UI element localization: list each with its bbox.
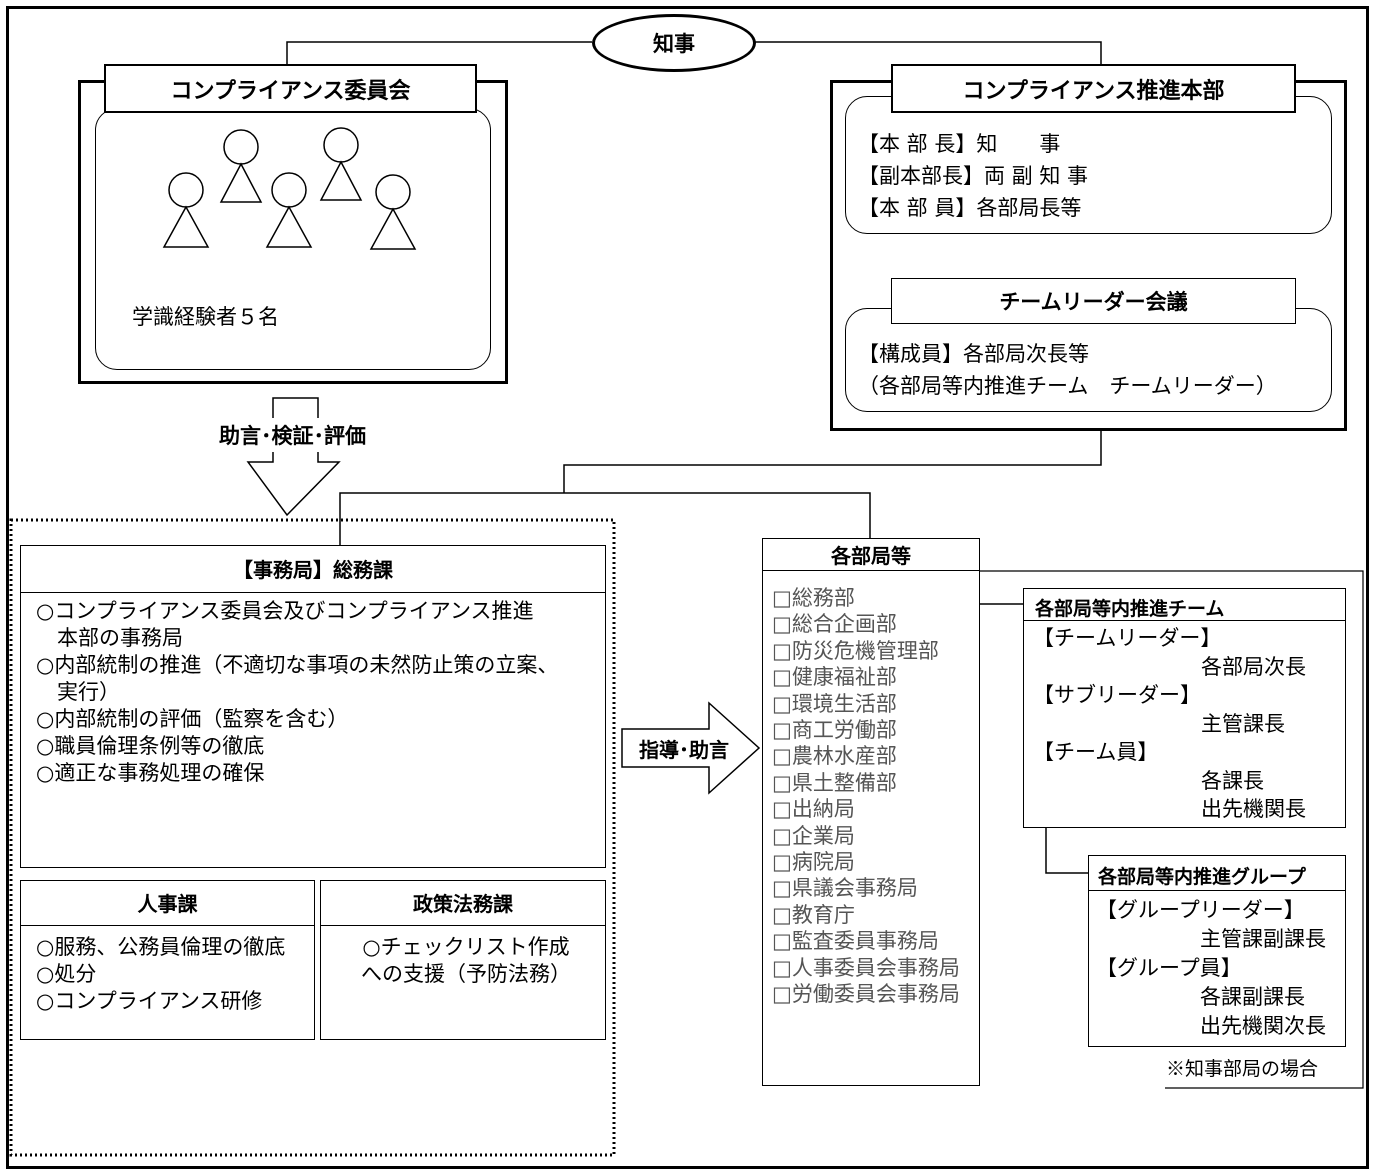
governor-oval: 知事 [592,14,756,72]
team-line: 【チームリーダー】 [1033,626,1222,650]
team-line: 【チーム員】 [1033,740,1159,764]
policy-item: への支援（予防法務） [361,962,571,986]
secretariat-box [20,545,606,868]
department-item: □健康福祉部 [772,665,897,690]
policy-title: 政策法務課 [320,880,606,926]
department-item: □企業局 [772,823,855,848]
personnel-items: ○服務、公務員倫理の徹底 ○処分 ○コンプライアンス研修 [36,934,285,1015]
group-line: 各課副課長 [1200,985,1305,1009]
policy-items: ○チェックリスト作成 への支援（予防法務） [338,934,594,988]
group-title: 各部局等内推進グループ [1088,855,1346,891]
outer-frame [6,6,1369,1169]
leader-meeting-title: チームリーダー会議 [891,278,1296,324]
group-line: 主管課副課長 [1200,927,1326,951]
secretariat-item: ○内部統制の評価（監察を含む） [36,707,349,731]
secretariat-item: ○職員倫理条例等の徹底 [36,734,265,758]
team-title: 各部局等内推進チーム [1023,588,1346,621]
departments-title: 各部局等 [762,538,980,571]
department-item: □環境生活部 [772,691,897,716]
hq-line: 【副本部長】両 副 知 事 [858,164,1089,188]
team-line: 各部局次長 [1201,654,1306,679]
personnel-box [20,880,315,1040]
hq-member-list: 【本 部 長】知 事 【副本部長】両 副 知 事 【本 部 員】各部局長等 [858,128,1088,224]
governor-label: 知事 [653,32,695,56]
leader-meeting-line: （各部局等内推進チーム チームリーダー） [858,374,1277,398]
department-item: □総務部 [772,586,855,610]
note-text: ※知事部局の場合 [1166,1058,1319,1080]
policy-box [320,880,606,1040]
department-item: □人事委員会事務局 [772,955,960,980]
team-line: 主管課長 [1201,711,1285,736]
group-line: 【グループリーダー】 [1096,898,1305,922]
department-item: □農林水産部 [772,744,897,769]
department-item: □監査委員事務局 [772,929,939,954]
leader-meeting-line: 【構成員】各部局次長等 [858,342,1089,366]
hq-title: コンプライアンス推進本部 [891,64,1296,113]
leader-meeting-members: 【構成員】各部局次長等 （各部局等内推進チーム チームリーダー） [858,338,1277,402]
department-item: □病院局 [772,850,855,875]
team-members: 【チームリーダー】 各部局次長 【サブリーダー】 主管課長 【チーム員】 各課長… [1033,624,1333,824]
hq-line: 【本 部 長】知 事 [858,132,1061,156]
department-item: □県議会事務局 [772,876,918,901]
guidance-label: 指導･助言 [639,737,729,762]
group-members: 【グループリーダー】 主管課副課長 【グループ員】 各課副課長 出先機関次長 [1096,896,1341,1041]
secretariat-title: 【事務局】総務課 [20,545,606,593]
committee-members-text: 学識経験者５名 [132,305,279,329]
committee-member-icons [162,127,417,250]
team-box [1023,588,1346,828]
hq-line: 【本 部 員】各部局長等 [858,196,1082,220]
team-line: 出先機関長 [1201,797,1306,821]
team-line: 各課長 [1201,768,1264,793]
group-box [1088,855,1346,1047]
department-item: □県土整備部 [772,770,897,795]
departments-box [762,538,980,1086]
advice-label: 助言･検証･評価 [195,418,390,452]
department-item: □商工労働部 [772,718,897,743]
leader-meeting-inner [845,308,1332,412]
secretariat-item: ○適正な事務処理の確保 [36,761,265,785]
department-item: □防災危機管理部 [772,638,939,663]
team-line: 【サブリーダー】 [1033,683,1201,707]
secretariat-item: 本部の事務局 [36,626,183,650]
personnel-item: ○処分 [36,962,97,986]
secretariat-items: ○コンプライアンス委員会及びコンプライアンス推進 本部の事務局 ○内部統制の推進… [36,598,558,787]
policy-item: ○チェックリスト作成 [362,935,570,959]
group-line: 【グループ員】 [1096,956,1242,980]
departments-list: □総務部 □総合企画部 □防災危機管理部 □健康福祉部 □環境生活部 □商工労働… [772,585,960,1008]
personnel-item: ○服務、公務員倫理の徹底 [36,935,286,959]
personnel-title: 人事課 [20,880,315,926]
secretariat-item: ○内部統制の推進（不適切な事項の未然防止策の立案、 [36,653,559,677]
hq-inner [845,96,1332,234]
department-item: □労働委員会事務局 [772,982,960,1007]
department-item: □出納局 [772,797,855,822]
group-line: 出先機関次長 [1200,1014,1326,1038]
secretariat-item: 実行） [36,680,120,704]
secretariat-item: ○コンプライアンス委員会及びコンプライアンス推進 [36,599,534,623]
personnel-item: ○コンプライアンス研修 [36,989,263,1013]
committee-title: コンプライアンス委員会 [104,64,477,113]
department-item: □総合企画部 [772,612,897,637]
department-item: □教育庁 [772,902,855,927]
